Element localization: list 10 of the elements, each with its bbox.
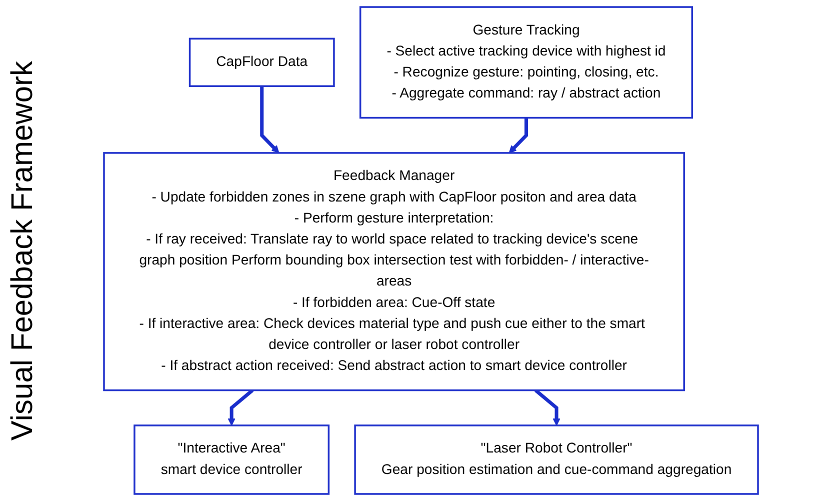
- node-box: Feedback Manager - Update forbidden zones in szene graph with CapFloor positon and area data - Perform gesture interpretation: - If ray received: Translate ray to world space related to tracking device's scene graph position Perform bounding box intersection test with forbidden- / interactive-areas - If forbidden area: Cue-Off state - If interactive area: Check devices material type and push cue either to the smart device controller or laser robot controller - If abstract action received: Send abstract action to smart device controller: [103, 152, 685, 392]
- node-box: "Interactive Area" smart device controller: [134, 424, 330, 495]
- arrow: [534, 388, 560, 426]
- node-box: Gesture Tracking - Select active tracking device with highest id - Recognize gesture: pointing, closing, etc. - Aggregate command: ray / abstract action: [359, 6, 693, 119]
- diagram-title: Visual Feedback Framework: [6, 60, 40, 440]
- arrow: [260, 86, 280, 154]
- arrow: [228, 388, 254, 426]
- arrow: [508, 118, 528, 154]
- node-box: CapFloor Data: [188, 38, 335, 88]
- node-box: "Laser Robot Controller" Gear position estimation and cue-command aggregation: [354, 424, 759, 495]
